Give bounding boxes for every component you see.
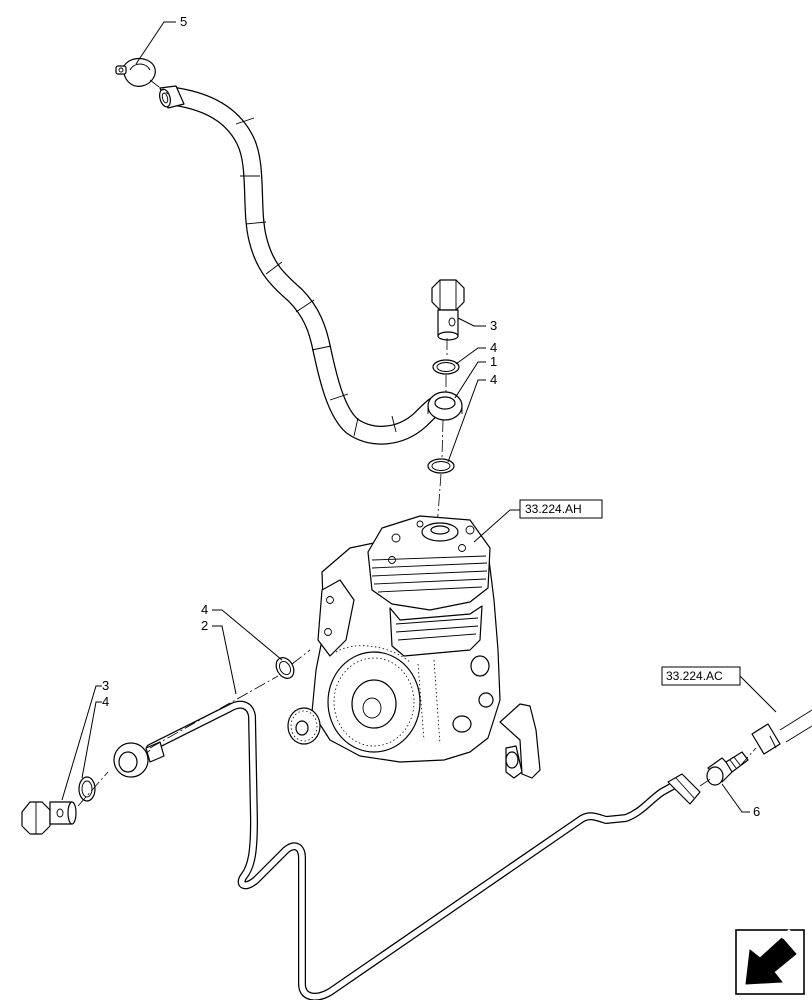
callout-5: 5	[180, 14, 187, 29]
sealing-washer-pipe	[275, 657, 295, 679]
callout-4-left-b: 4	[102, 694, 109, 709]
air-compressor	[287, 515, 541, 779]
callout-6: 6	[753, 804, 760, 819]
lower-pipe	[113, 700, 701, 1000]
reference-box-compressor[interactable]: 33.224.AH	[519, 499, 603, 519]
callout-1: 1	[490, 354, 497, 369]
callout-4-top-b: 4	[490, 372, 497, 387]
sealing-washer-bottom	[427, 458, 455, 474]
callout-3-left: 3	[102, 678, 109, 693]
callout-4-top-a: 4	[490, 340, 497, 355]
banjo-bolt-top	[431, 279, 465, 341]
callouts: 5 3 4 1 4 4 2 3 4 6	[102, 14, 760, 819]
connecting-line-stub	[751, 709, 812, 755]
adapter-fitting	[706, 751, 749, 786]
arrow-down-left-icon[interactable]	[735, 928, 805, 995]
hose-clamp	[115, 57, 156, 87]
reference-label-line[interactable]: 33.224.AC	[666, 669, 723, 683]
sealing-washer-left	[78, 776, 96, 802]
callout-2: 2	[201, 618, 208, 633]
leader-lines	[61, 21, 777, 813]
upper-hose	[159, 85, 463, 445]
reference-box-line[interactable]: 33.224.AC	[661, 666, 741, 686]
reference-label-compressor[interactable]: 33.224.AH	[525, 502, 582, 516]
callout-4-left: 4	[201, 602, 208, 617]
banjo-bolt-left	[21, 801, 77, 835]
callout-3-top: 3	[490, 318, 497, 333]
sealing-washer-top	[432, 359, 460, 375]
